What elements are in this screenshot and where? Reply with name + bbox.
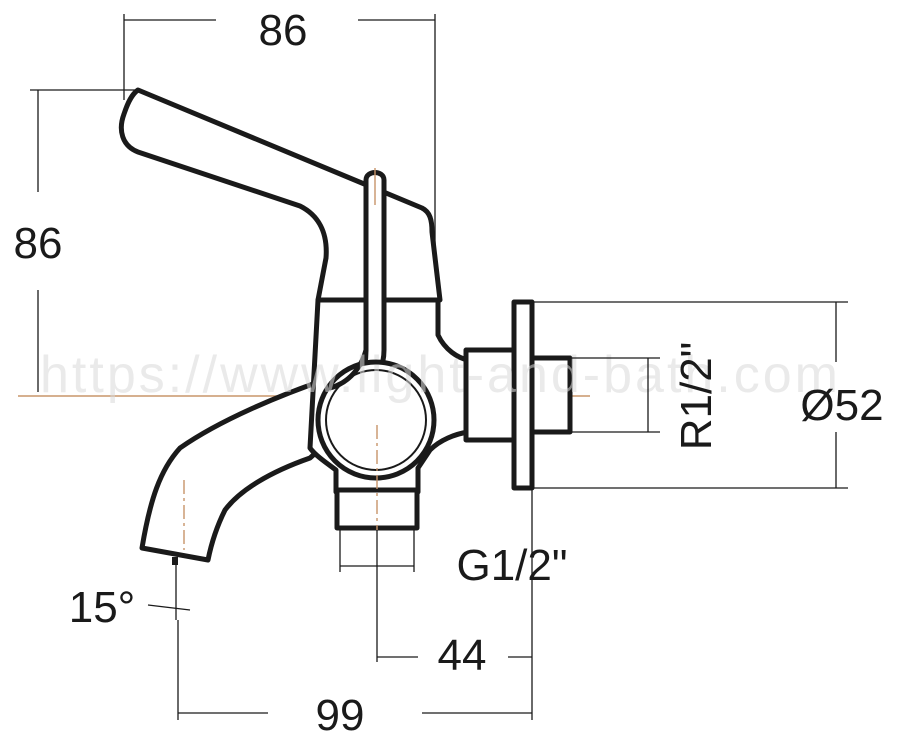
dimension-outlet-offset: 44 xyxy=(376,488,533,720)
spout-tip xyxy=(172,557,178,565)
lever-tip xyxy=(327,347,369,391)
spout xyxy=(139,375,333,563)
tap-body xyxy=(118,87,573,565)
inlet-thread-label: R1/2" xyxy=(672,342,721,451)
dimension-left-height: 86 xyxy=(14,89,140,392)
total-depth-label: 99 xyxy=(316,691,365,738)
angle-label: 15° xyxy=(69,583,136,632)
dimension-flange-diameter: Ø52 xyxy=(532,301,884,489)
dimension-inlet-thread: R1/2" xyxy=(570,342,721,451)
valve-inner-ring xyxy=(325,369,427,471)
outlet-thread-label: G1/2" xyxy=(456,541,567,590)
flange-diameter-label: Ø52 xyxy=(800,381,883,430)
lever-handle xyxy=(118,87,443,303)
dimension-total-depth: 99 xyxy=(177,620,532,738)
valve-chamber xyxy=(315,359,437,481)
outlet-offset-label: 44 xyxy=(438,631,487,680)
dimension-outlet-thread: G1/2" xyxy=(339,528,568,590)
dimension-angle: 15° xyxy=(69,565,191,632)
dimension-top-width: 86 xyxy=(123,6,436,245)
inlet-thread xyxy=(529,355,573,435)
left-height-label: 86 xyxy=(14,219,63,268)
watermark-text: https://www.light-and-bath.com xyxy=(40,346,841,404)
top-width-label: 86 xyxy=(259,6,308,55)
